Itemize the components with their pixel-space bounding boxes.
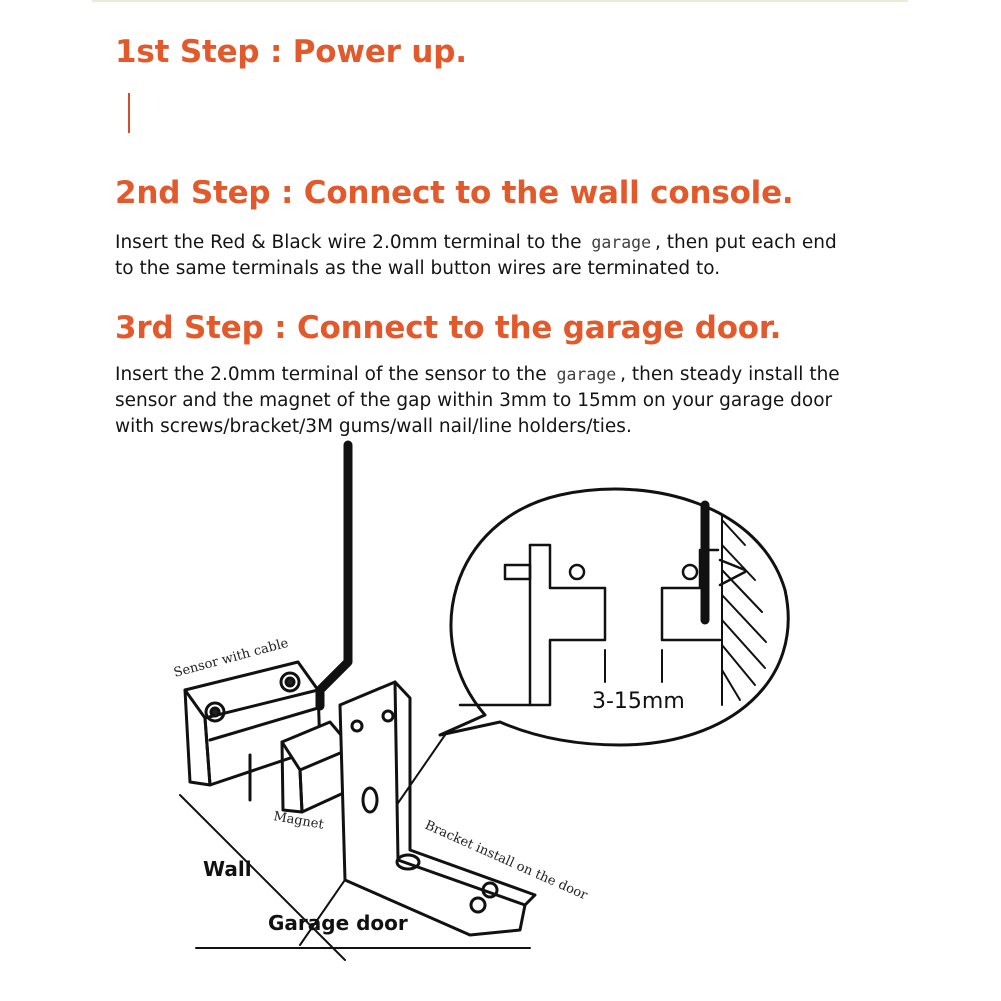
step3-keyword: garage [556, 365, 617, 384]
bracket-screw-2 [381, 709, 395, 723]
step3-title: 3rd Step : Connect to the garage door. [115, 310, 782, 346]
bracket-screw-1 [350, 719, 364, 733]
installation-diagram: 3-15mm Sensor with cable Magnet Bracket … [172, 440, 790, 961]
step2-text: Insert the Red & Black wire 2.0mm termin… [115, 230, 837, 282]
sensor-screw-right-head [284, 676, 296, 688]
magnet-label: Magnet [272, 809, 325, 833]
bracket-hole-lower [395, 853, 421, 871]
sensor-screw-left-head [209, 706, 221, 718]
top-divider [92, 0, 908, 2]
garage-door-label: Garage door [268, 911, 408, 935]
sensor-screw-left [204, 701, 226, 723]
bracket [338, 680, 537, 937]
zoom-magnet-part [458, 543, 607, 707]
sensor-cable [315, 440, 353, 711]
step3-line1-post: , then steady install the [620, 364, 840, 385]
step3-text: Insert the 2.0mm terminal of the sensor … [115, 362, 840, 440]
sensor-screw-right [279, 671, 301, 693]
step2-title: 2nd Step : Connect to the wall console. [115, 175, 794, 211]
step2-line1-post: , then put each end [655, 232, 837, 253]
step3-line3: with screws/bracket/3M gums/wall nail/li… [115, 416, 632, 437]
wall-label: Wall [203, 857, 252, 881]
step2-keyword: garage [591, 233, 652, 252]
bracket-screw-4 [469, 896, 487, 914]
bracket-hole-upper [361, 786, 379, 814]
zoom-sensor-part [660, 500, 747, 642]
text-cursor-bar [128, 93, 130, 133]
step3-line1-pre: Insert the 2.0mm terminal of the sensor … [115, 364, 547, 385]
zoom-wall-hatch [721, 514, 767, 706]
bracket-screw-3 [481, 881, 499, 899]
step3-line2: sensor and the magnet of the gap within … [115, 390, 833, 411]
step2-line1-pre: Insert the Red & Black wire 2.0mm termin… [115, 232, 582, 253]
gap-label: 3-15mm [592, 689, 685, 714]
wall-floor-line [179, 794, 346, 961]
step2-line2: to the same terminals as the wall button… [115, 258, 721, 279]
step1-title: 1st Step : Power up. [115, 34, 467, 70]
